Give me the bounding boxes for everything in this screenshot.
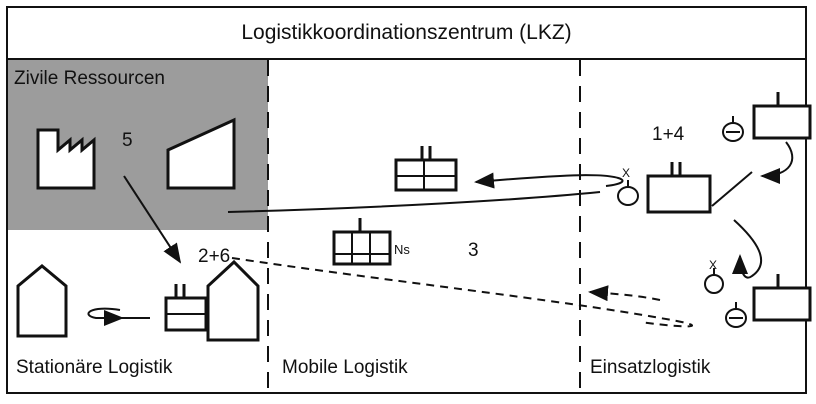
house-icon-left [16, 264, 68, 338]
header-title: Logistikkoordinationszentrum (LKZ) [8, 8, 805, 60]
loop-arrow-bottom [732, 219, 763, 279]
dashed-line-return [231, 257, 693, 328]
dashed-arrow-return [588, 285, 661, 302]
person-icon-center [617, 180, 639, 206]
mobile-depot-lower [332, 218, 392, 266]
link-center-top [711, 171, 753, 207]
einsatz-unit-center [646, 162, 712, 214]
person-icon-mid [704, 268, 724, 294]
zone-label-zivile: Zivile Ressourcen [14, 68, 165, 89]
person-icon-bottom [725, 302, 747, 328]
label-two-six: 2+6 [198, 246, 231, 267]
mobile-depot-upper [394, 146, 458, 192]
arrow-to-mobile-depot [474, 172, 624, 189]
warehouse-icon [166, 117, 236, 190]
loop-arrow-stationary [87, 307, 124, 326]
zone-label-mobil: Mobile Logistik [282, 357, 408, 378]
loop-arrow-top [760, 141, 794, 184]
person-icon-top [722, 116, 744, 142]
factory-icon [36, 128, 96, 190]
house-icon-right [206, 259, 260, 342]
supply-line-civil [227, 191, 601, 213]
depot-icon [164, 284, 208, 332]
einsatz-unit-bottom [752, 274, 812, 322]
label-one-four: 1+4 [652, 124, 685, 145]
label-three: 3 [468, 240, 479, 261]
zone-label-einsatz: Einsatzlogistik [590, 357, 711, 378]
label-five: 5 [122, 130, 133, 151]
label-ns: Ns [394, 242, 410, 257]
zone-label-stationaer: Stationäre Logistik [16, 357, 173, 378]
arrow-five [123, 175, 182, 264]
label-x-lower: X [709, 258, 718, 272]
label-x-upper: X [622, 166, 631, 180]
einsatz-unit-top [752, 92, 812, 140]
